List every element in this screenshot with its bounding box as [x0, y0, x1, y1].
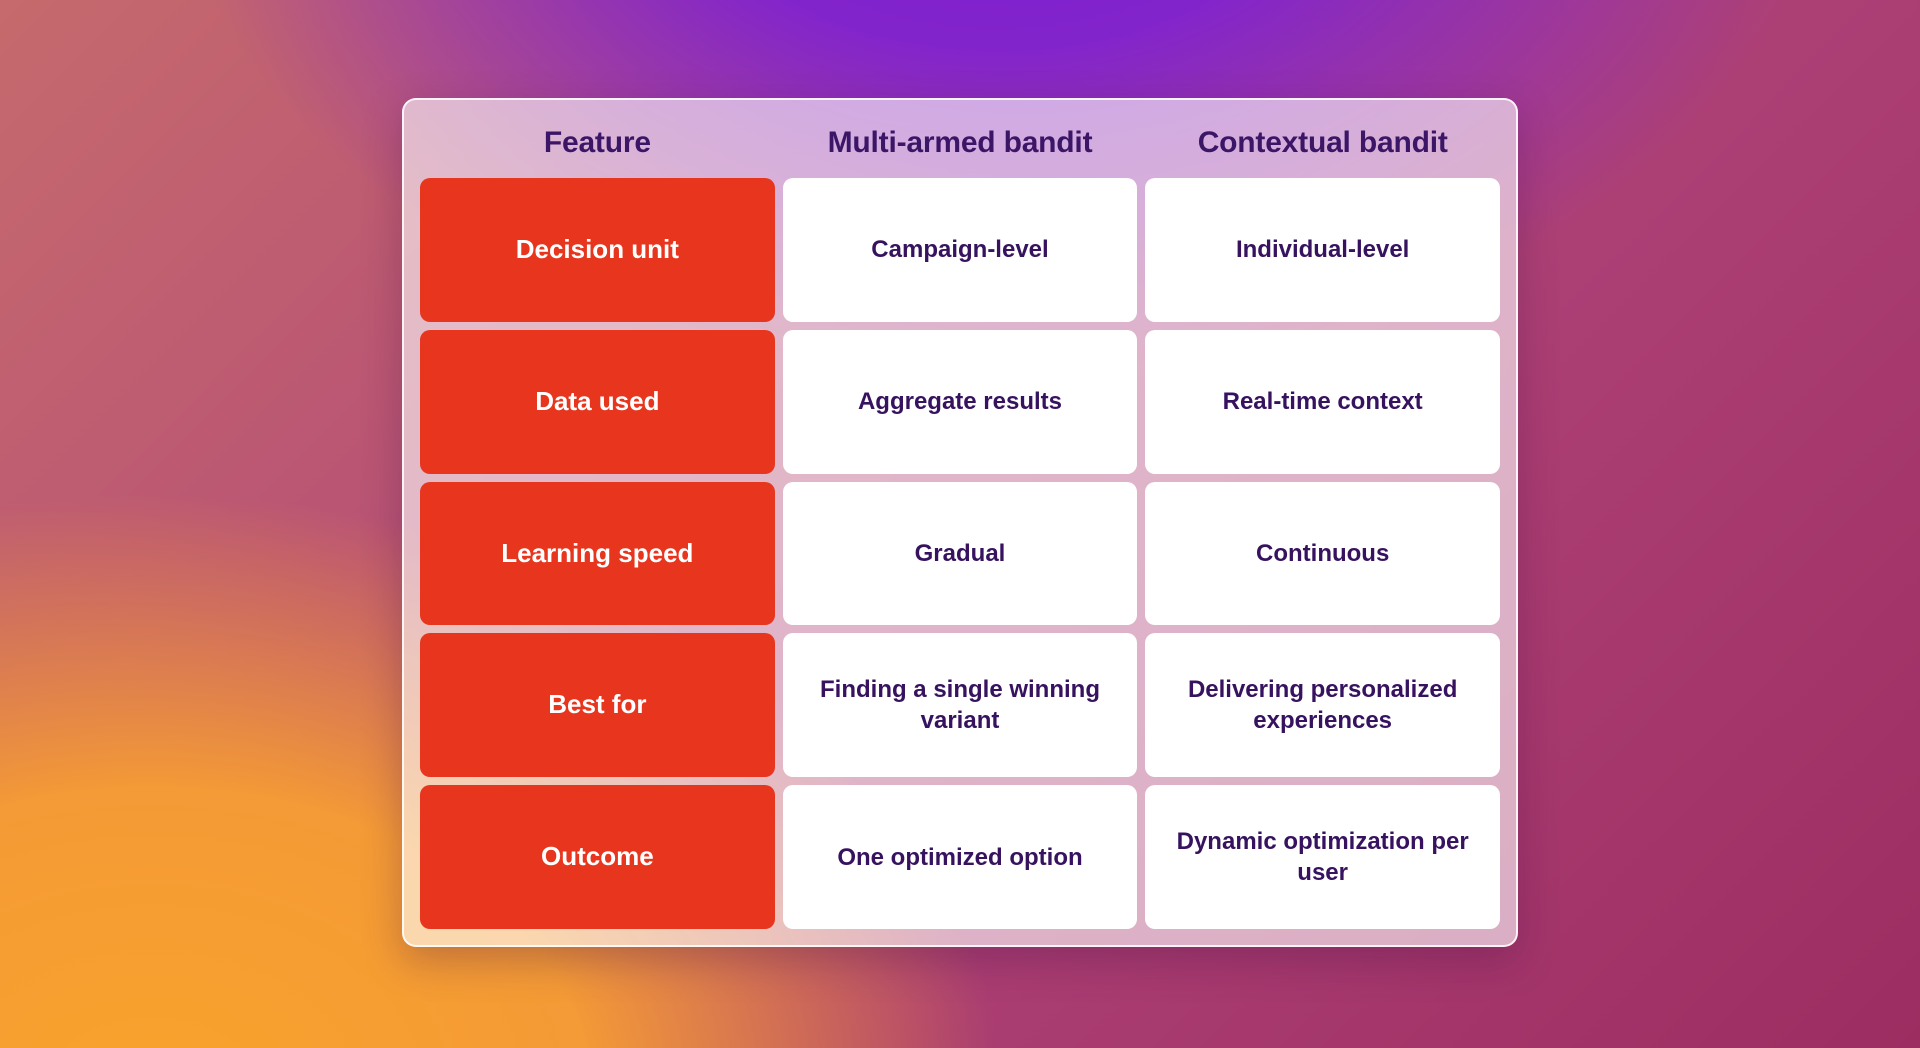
feature-cell-data-used: Data used: [420, 329, 775, 474]
comparison-table: Feature Multi-armed bandit Contextual ba…: [420, 116, 1500, 929]
mab-cell-best-for: Finding a single winning variant: [782, 633, 1138, 778]
mab-cell-outcome: One optimized option: [782, 785, 1138, 929]
cb-cell-data-used: Real-time context: [1145, 329, 1500, 474]
column-header-multi-armed-bandit: Multi-armed bandit: [827, 126, 1093, 159]
cb-cell-decision-unit: Individual-level: [1145, 178, 1500, 322]
feature-cell-outcome: Outcome: [420, 785, 775, 929]
mab-cell-learning-speed: Gradual: [782, 481, 1138, 626]
feature-cell-decision-unit: Decision unit: [420, 178, 775, 322]
feature-cell-learning-speed: Learning speed: [420, 481, 775, 626]
comparison-table-card: Feature Multi-armed bandit Contextual ba…: [402, 98, 1518, 947]
cb-cell-outcome: Dynamic optimization per user: [1145, 785, 1500, 929]
column-header-feature: Feature: [543, 126, 651, 159]
cb-cell-learning-speed: Continuous: [1145, 481, 1500, 626]
feature-cell-best-for: Best for: [420, 633, 775, 778]
mab-cell-data-used: Aggregate results: [782, 329, 1138, 474]
cb-cell-best-for: Delivering personalized experiences: [1145, 633, 1500, 778]
mab-cell-decision-unit: Campaign-level: [782, 178, 1138, 322]
column-header-contextual-bandit: Contextual bandit: [1197, 126, 1448, 159]
